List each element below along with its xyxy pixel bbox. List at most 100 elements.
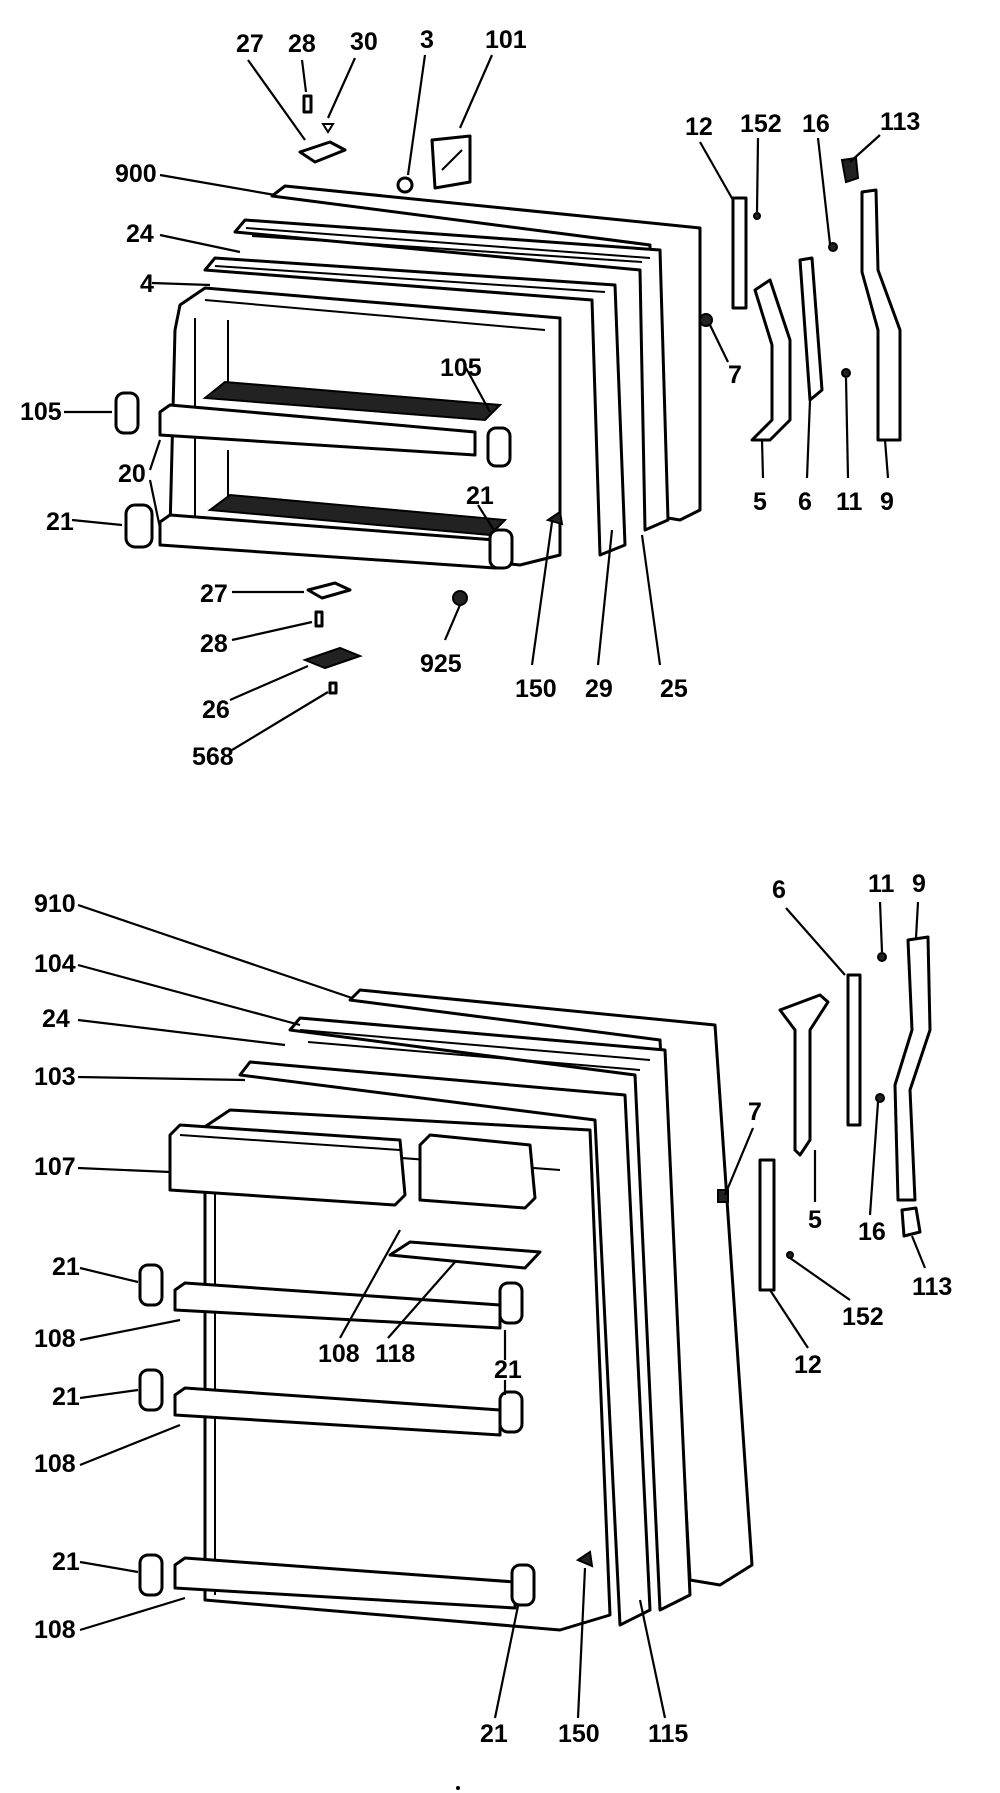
- callout-28-bottom: 28: [200, 630, 228, 658]
- callout-27-bottom: 27: [200, 580, 228, 608]
- callout-30: 30: [350, 28, 378, 56]
- fresh-food-handle-assembly: [717, 935, 932, 1292]
- callout-101: 101: [485, 26, 527, 54]
- callout-6-top: 6: [798, 488, 812, 516]
- callout-4: 4: [140, 270, 154, 298]
- callout-21-right-top: 21: [466, 482, 494, 510]
- freezer-door-liner: [203, 256, 627, 557]
- door-shelf-left-cap-upper: [138, 1263, 164, 1307]
- callout-105-right: 105: [440, 354, 482, 382]
- door-shelf-left-cap-middle: [138, 1368, 164, 1412]
- freezer-lower-wire-shelf: [207, 493, 508, 537]
- part-925-plug: [452, 590, 468, 606]
- callout-115: 115: [648, 1720, 688, 1748]
- part-5-handle-bottom: [778, 993, 830, 1157]
- egg-tray: [388, 1240, 542, 1270]
- part-9-handle-cover-top: [860, 188, 902, 442]
- fresh-food-door-liner: [238, 1060, 652, 1627]
- part-113-cap-bottom: [900, 1206, 922, 1238]
- callout-108-lower: 108: [34, 1616, 76, 1644]
- callout-21-upper-left: 21: [52, 1253, 80, 1281]
- freezer-door-assembly: [114, 184, 702, 570]
- callout-12-top: 12: [685, 113, 713, 141]
- part-28-bottom: [314, 610, 324, 628]
- fresh-food-door-gasket: [288, 1016, 692, 1612]
- callout-28-top: 28: [288, 30, 316, 58]
- part-568: [328, 681, 338, 695]
- callout-108-middle: 108: [34, 1450, 76, 1478]
- freezer-shelf-right-cap-21: [488, 528, 514, 570]
- part-30-screw: [321, 123, 335, 134]
- butter-compartment: [418, 1133, 537, 1210]
- callout-105-left: 105: [20, 398, 62, 426]
- part-26-plate: [302, 646, 363, 670]
- callout-11-top: 11: [836, 488, 863, 516]
- callout-150-bottom: 150: [558, 1720, 600, 1748]
- part-9-handle-cover-bottom: [893, 935, 932, 1202]
- callout-21-middle-left: 21: [52, 1383, 80, 1411]
- callout-7-bottom: 7: [748, 1098, 762, 1126]
- callout-9-top: 9: [880, 488, 894, 516]
- callout-9-bottom: 9: [912, 870, 926, 898]
- part-150-clip: [545, 510, 564, 526]
- part-27-bottom: [306, 581, 352, 600]
- callout-21-lower-right: 21: [480, 1720, 508, 1748]
- callout-26: 26: [202, 696, 230, 724]
- freezer-shelf-end-cap-105: [114, 391, 140, 435]
- callout-5-bottom: 5: [808, 1206, 822, 1234]
- hinge-part-27-top: [298, 140, 347, 164]
- part-6-bar-bottom: [846, 973, 862, 1127]
- callout-900: 900: [115, 160, 157, 188]
- callout-103: 103: [34, 1063, 76, 1091]
- part-12-strip-bottom: [758, 1158, 776, 1292]
- part-28-top: [302, 94, 313, 114]
- freezer-shelf-end-cap-21: [124, 503, 154, 549]
- door-shelf-right-cap-middle: [498, 1390, 524, 1434]
- callout-568: 568: [192, 743, 234, 771]
- part-150-clip-bottom: [575, 1550, 594, 1568]
- part-7-stop-bottom: [717, 1189, 729, 1203]
- callouts-bottom: 910 104 24 103 107 21 108 21 108 21 108 …: [34, 870, 952, 1748]
- fresh-food-door-assembly: [138, 988, 754, 1632]
- callout-21-center: 21: [494, 1356, 522, 1384]
- freezer-upper-wire-shelf: [202, 380, 503, 422]
- callout-7-top: 7: [728, 361, 742, 389]
- freezer-hardware: [298, 94, 564, 695]
- callout-910: 910: [34, 890, 76, 918]
- part-16-screw-bottom: [875, 1093, 885, 1103]
- stray-dot: [456, 1786, 460, 1790]
- part-5-handle-top: [750, 278, 792, 442]
- door-shelf-left-cap-lower: [138, 1553, 164, 1597]
- callout-3: 3: [420, 26, 434, 54]
- callout-118: 118: [375, 1340, 415, 1368]
- callout-5-top: 5: [753, 488, 767, 516]
- freezer-door-gasket: [233, 218, 670, 532]
- part-12-strip-top: [731, 196, 748, 310]
- callout-12-bottom: 12: [794, 1351, 822, 1379]
- callout-21-left-top: 21: [46, 508, 74, 536]
- callout-24-top: 24: [126, 220, 154, 248]
- callout-21-lower-left: 21: [52, 1548, 80, 1576]
- callout-107: 107: [34, 1153, 76, 1181]
- callouts-top: 27 28 30 3 101 900 24 4 105 105 20 21 21…: [20, 26, 920, 771]
- callout-16-bottom: 16: [858, 1218, 886, 1246]
- door-shelf-right-cap-lower: [510, 1563, 536, 1607]
- part-6-bar-top: [798, 256, 824, 402]
- part-7-stop-top: [699, 313, 713, 327]
- callout-113-bottom: 113: [912, 1273, 952, 1301]
- callout-104: 104: [34, 950, 76, 978]
- door-shelf-right-cap-upper: [498, 1281, 524, 1325]
- callout-27-top: 27: [236, 30, 264, 58]
- part-16-screw-top: [828, 242, 838, 252]
- callout-29: 29: [585, 675, 613, 703]
- fresh-food-inner-liner: [198, 1108, 612, 1632]
- callout-20: 20: [118, 460, 146, 488]
- callout-24-bottom: 24: [42, 1005, 70, 1033]
- callout-150-top: 150: [515, 675, 557, 703]
- callout-108-upper: 108: [34, 1325, 76, 1353]
- part-11-screw-top: [841, 368, 851, 378]
- freezer-handle-assembly: [699, 156, 902, 442]
- callout-11-bottom: 11: [868, 870, 895, 898]
- leader-lines: [64, 54, 927, 1719]
- callout-25: 25: [660, 675, 688, 703]
